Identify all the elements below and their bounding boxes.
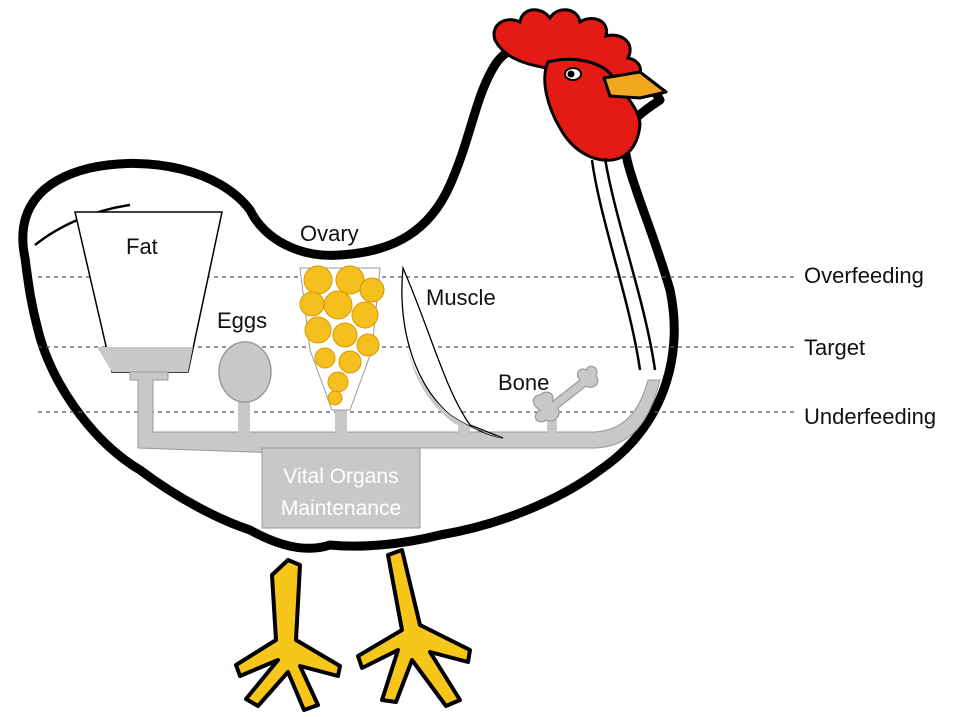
- yolk: [315, 348, 335, 368]
- yolk: [328, 391, 342, 405]
- yolk: [360, 278, 384, 302]
- beak: [604, 72, 666, 98]
- underfeeding-label: Underfeeding: [804, 404, 936, 429]
- fat-label: Fat: [126, 234, 158, 259]
- muscle-label: Muscle: [426, 285, 496, 310]
- legs: [236, 550, 470, 710]
- eggs-label: Eggs: [217, 308, 267, 333]
- overfeeding-label: Overfeeding: [804, 263, 924, 288]
- egg-shape: [219, 342, 271, 402]
- yolk: [352, 302, 378, 328]
- yolk: [300, 292, 324, 316]
- left-leg: [236, 560, 340, 710]
- bone-label: Bone: [498, 370, 549, 395]
- ovary-label: Ovary: [300, 221, 359, 246]
- pupil: [568, 71, 575, 78]
- yolk: [324, 291, 352, 319]
- fat-fill: [97, 347, 193, 372]
- yolk: [305, 317, 331, 343]
- target-label: Target: [804, 335, 865, 360]
- bone-stem: [547, 420, 557, 435]
- yolk: [357, 334, 379, 356]
- yolk: [333, 323, 357, 347]
- vital-organs-label-line1: Vital Organs: [283, 465, 398, 488]
- vital-organs-label-line2: Maintenance: [281, 497, 401, 520]
- yolk: [328, 372, 348, 392]
- right-leg: [358, 550, 470, 706]
- yolk: [339, 351, 361, 373]
- yolk: [304, 266, 332, 294]
